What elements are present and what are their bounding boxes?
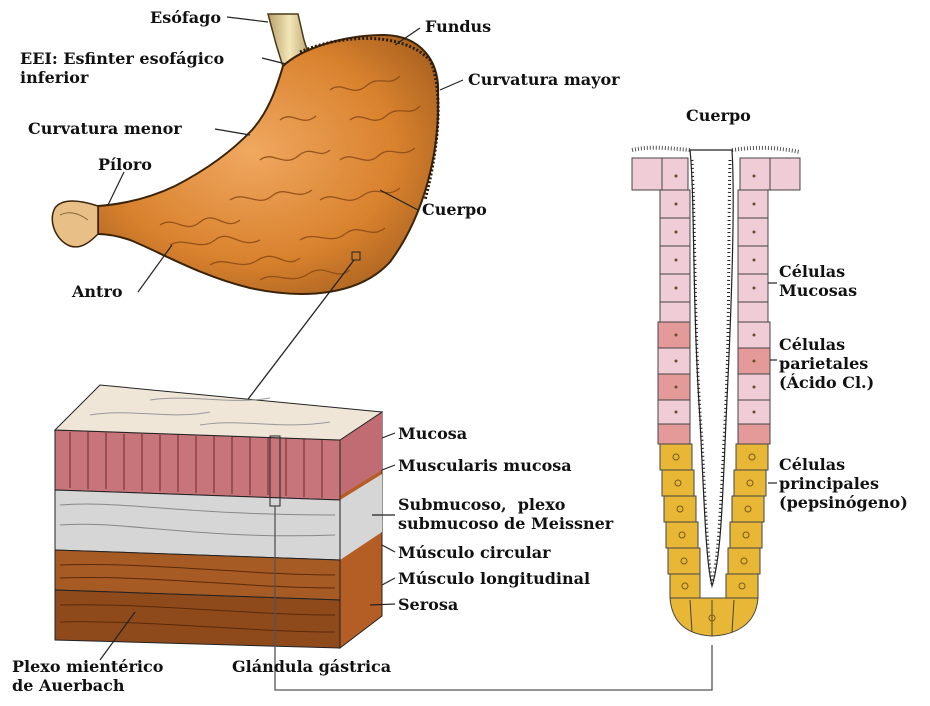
label-submucoso: Submucoso, plexo submucoso de Meissner <box>398 495 613 533</box>
label-mucosa: Mucosa <box>398 424 467 443</box>
label-plexo-mienterico-line2: de Auerbach <box>12 676 163 695</box>
label-eei: EEI: Esfinter esofágico inferior <box>20 49 224 87</box>
label-musculo-circular: Músculo circular <box>398 543 551 562</box>
label-fundus: Fundus <box>425 17 491 36</box>
longitudinal-muscle-layer <box>55 590 340 648</box>
label-musculo-longitudinal: Músculo longitudinal <box>398 569 590 588</box>
label-eei-line1: EEI: Esfinter esofágico <box>20 49 224 68</box>
label-glandula-gastrica: Glándula gástrica <box>232 657 391 676</box>
label-celulas-principales-line3: (pepsinógeno) <box>779 493 908 512</box>
mucosa-layer <box>55 430 340 500</box>
label-celulas-principales-line2: principales <box>779 474 908 493</box>
mucosa-surface <box>55 385 382 440</box>
label-cuerpo-estomago: Cuerpo <box>422 200 487 219</box>
label-celulas-mucosas-line2: Mucosas <box>779 281 857 300</box>
label-celulas-mucosas-line1: Células <box>779 262 857 281</box>
label-plexo-mienterico-line1: Plexo mientérico <box>12 657 163 676</box>
label-cuerpo-glandula: Cuerpo <box>686 106 751 125</box>
label-celulas-parietales-line3: (Ácido Cl.) <box>779 373 874 392</box>
label-curvatura-mayor: Curvatura mayor <box>468 70 620 89</box>
label-celulas-parietales-line1: Células <box>779 335 874 354</box>
gastric-gland <box>632 148 800 636</box>
pylorus <box>52 201 98 247</box>
label-celulas-parietales: Células parietales (Ácido Cl.) <box>779 335 874 392</box>
wall-layers-block <box>55 385 382 648</box>
label-celulas-principales: Células principales (pepsinógeno) <box>779 455 908 512</box>
label-submucoso-line1: Submucoso, plexo <box>398 495 613 514</box>
label-serosa: Serosa <box>398 595 458 614</box>
label-esofago: Esófago <box>150 8 221 27</box>
label-plexo-mienterico: Plexo mientérico de Auerbach <box>12 657 163 695</box>
label-antro: Antro <box>72 282 123 301</box>
label-muscularis-mucosa: Muscularis mucosa <box>398 456 572 475</box>
label-piloro: Píloro <box>98 155 152 174</box>
label-submucoso-line2: submucoso de Meissner <box>398 514 613 533</box>
label-eei-line2: inferior <box>20 68 224 87</box>
label-celulas-parietales-line2: parietales <box>779 354 874 373</box>
label-curvatura-menor: Curvatura menor <box>28 119 182 138</box>
label-celulas-principales-line1: Células <box>779 455 908 474</box>
label-celulas-mucosas: Células Mucosas <box>779 262 857 300</box>
